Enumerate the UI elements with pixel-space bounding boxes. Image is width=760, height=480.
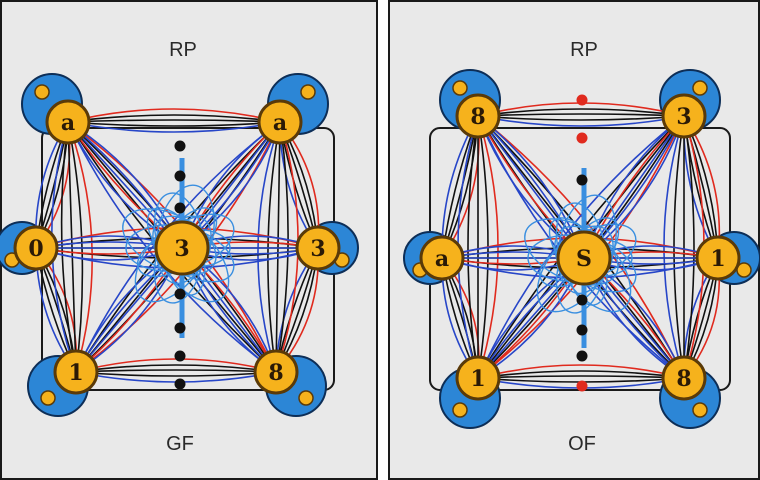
node-tl-label: 8: [470, 104, 485, 130]
node-bl: [53, 349, 99, 395]
edge: [257, 121, 281, 373]
hub-mesh-loop: [134, 215, 212, 303]
node-ml: [419, 235, 465, 281]
edge: [75, 369, 277, 373]
junction-dot: [174, 350, 186, 362]
junction-dot: [576, 324, 588, 336]
node-br: [253, 349, 299, 395]
junction-dots-right: [576, 94, 588, 392]
junction-dots-left: [174, 140, 186, 390]
edge: [683, 115, 695, 379]
junction-dot: [576, 380, 588, 392]
panel-left-top-label: RP: [169, 39, 197, 61]
edge: [477, 108, 685, 117]
node-satellite: [452, 80, 468, 96]
node-tr: [257, 99, 303, 145]
edge: [477, 370, 685, 379]
edge: [67, 121, 84, 373]
junction-dot: [576, 94, 588, 106]
edge: [477, 113, 685, 117]
node-satellite: [298, 390, 314, 406]
edge: [75, 364, 277, 373]
node-mr-label: 3: [310, 236, 325, 262]
panel-right-top-label: RP: [570, 39, 598, 61]
node-satellite: [692, 402, 708, 418]
edge: [67, 108, 281, 123]
edge: [477, 364, 685, 379]
edge: [275, 121, 289, 373]
edge: [67, 121, 281, 127]
edge: [467, 115, 479, 379]
hub-mesh-loop: [155, 184, 215, 285]
junction-dot: [576, 294, 588, 306]
hub-mesh-loop: [557, 194, 617, 295]
node-satellite: [34, 84, 50, 100]
node-mr: [695, 235, 741, 281]
node-satellite: [692, 80, 708, 96]
node-bl-label: 1: [68, 360, 83, 386]
edge: [477, 375, 685, 379]
nodes-right: 8 3 a S 1 1 8: [419, 93, 741, 401]
junction-dot: [174, 288, 186, 300]
junction-dot: [576, 174, 588, 186]
node-c: [556, 230, 612, 286]
node-ml-label: a: [435, 246, 449, 272]
edge: [75, 371, 277, 377]
junction-dot: [174, 140, 186, 152]
junction-dot: [576, 350, 588, 362]
edge: [67, 121, 281, 133]
node-ml: [13, 225, 59, 271]
node-satellite: [300, 84, 316, 100]
node-c-label: S: [576, 246, 592, 272]
panel-right: 8 3 a S 1 1 8 RP OF: [388, 0, 760, 480]
node-tl: [45, 99, 91, 145]
edge: [477, 115, 685, 121]
node-c-label: 3: [174, 236, 189, 262]
panel-left: a a 0 3 3 1 8 RP GF: [0, 0, 378, 480]
node-tr-label: 3: [676, 104, 691, 130]
edge: [67, 121, 77, 373]
node-ml-label: 0: [28, 236, 43, 262]
edge: [67, 114, 281, 123]
node-tr: [661, 93, 707, 139]
node-tl-label: a: [61, 110, 75, 136]
edge: [67, 121, 93, 373]
edge: [477, 115, 685, 127]
junction-dot: [174, 322, 186, 334]
panel-left-bottom-label: GF: [166, 433, 194, 455]
junction-dot: [174, 378, 186, 390]
node-c: [154, 220, 210, 276]
hub-mesh-loop: [536, 225, 614, 313]
node-mr-label: 1: [710, 246, 725, 272]
node-br-label: 8: [676, 366, 691, 392]
node-bl: [455, 355, 501, 401]
node-satellite: [452, 402, 468, 418]
node-satellite: [40, 390, 56, 406]
nodes-left: a a 0 3 3 1 8: [13, 99, 341, 395]
junction-dot: [174, 202, 186, 214]
panel-right-bottom-label: OF: [568, 433, 596, 455]
edge: [275, 121, 281, 373]
node-tl: [455, 93, 501, 139]
node-br: [661, 355, 707, 401]
node-mr: [295, 225, 341, 271]
node-bl-label: 1: [470, 366, 485, 392]
edge: [67, 119, 281, 123]
junction-dot: [174, 170, 186, 182]
junction-dot: [576, 132, 588, 144]
node-br-label: 8: [268, 360, 283, 386]
edge: [267, 121, 281, 373]
node-tr-label: a: [273, 110, 287, 136]
